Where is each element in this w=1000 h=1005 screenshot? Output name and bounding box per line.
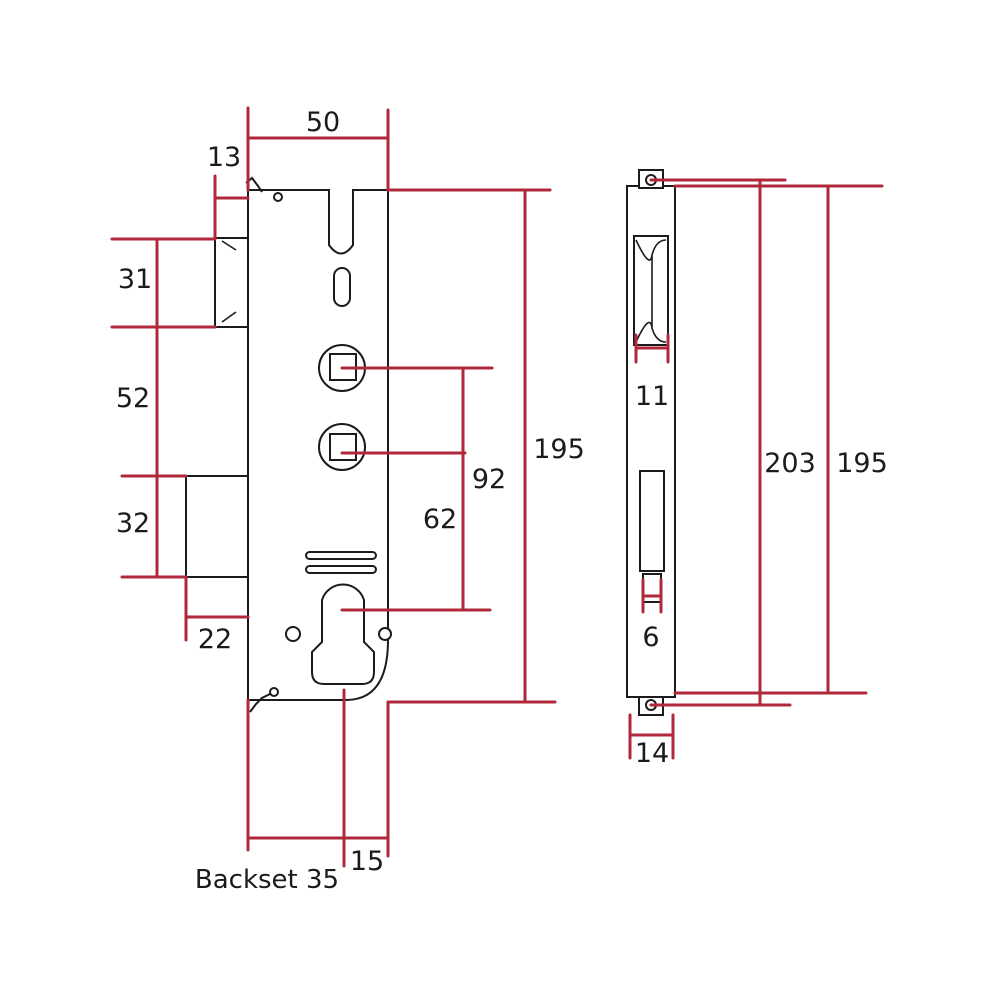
bottom-clip — [249, 693, 271, 713]
label-faceplate-width: 50 — [306, 107, 340, 138]
dead-bolt-tail — [642, 573, 662, 603]
label-follower-spacing: 92 — [472, 464, 506, 495]
label-overall-height: 195 — [533, 434, 585, 465]
lower-case-block — [185, 475, 249, 578]
vent-slot-lower — [305, 565, 377, 574]
hook-bolt — [635, 239, 667, 343]
hook-bolt-housing — [633, 235, 669, 346]
vent-slot-upper — [305, 551, 377, 560]
top-block-chamfer — [221, 240, 237, 323]
top-screw-hole — [273, 192, 283, 202]
screw-hole-right — [378, 627, 392, 641]
cylinder-profile — [311, 583, 375, 685]
oblong-slot — [333, 267, 351, 307]
label-thickness: 14 — [635, 738, 669, 769]
side-labels: 11 6 203 195 14 — [635, 381, 888, 769]
label-backset: Backset 35 — [195, 865, 339, 895]
faceplate — [245, 176, 392, 713]
label-lower-depth: 22 — [198, 624, 232, 655]
label-total-length: 203 — [764, 448, 816, 479]
follower-lower-square — [329, 433, 357, 461]
label-lower-block: 32 — [116, 508, 150, 539]
front-labels: 50 13 31 52 32 22 92 62 195 15 Backset 3… — [116, 107, 585, 895]
front-dimension-lines — [110, 106, 557, 868]
label-lip: 13 — [207, 142, 241, 173]
follower-lower — [318, 423, 366, 471]
label-edge-to-cylinder: 15 — [350, 846, 384, 877]
label-top-block: 31 — [118, 264, 152, 295]
side-dimension-lines — [628, 178, 884, 760]
label-bolt-width: 6 — [642, 622, 659, 653]
bottom-screw-hole — [269, 687, 279, 697]
side-view: 11 6 203 195 14 — [626, 169, 888, 769]
dead-bolt — [639, 470, 665, 572]
screw-hole-left — [285, 626, 301, 642]
lock-case-body — [185, 237, 249, 578]
label-gap: 52 — [116, 383, 150, 414]
label-side-overall-height: 195 — [836, 448, 888, 479]
top-case-block — [214, 237, 249, 328]
label-cylinder-spacing: 62 — [423, 504, 457, 535]
faceplate-outline — [247, 189, 389, 701]
label-hook-width: 11 — [635, 381, 669, 412]
front-view: 50 13 31 52 32 22 92 62 195 15 Backset 3… — [110, 106, 585, 895]
